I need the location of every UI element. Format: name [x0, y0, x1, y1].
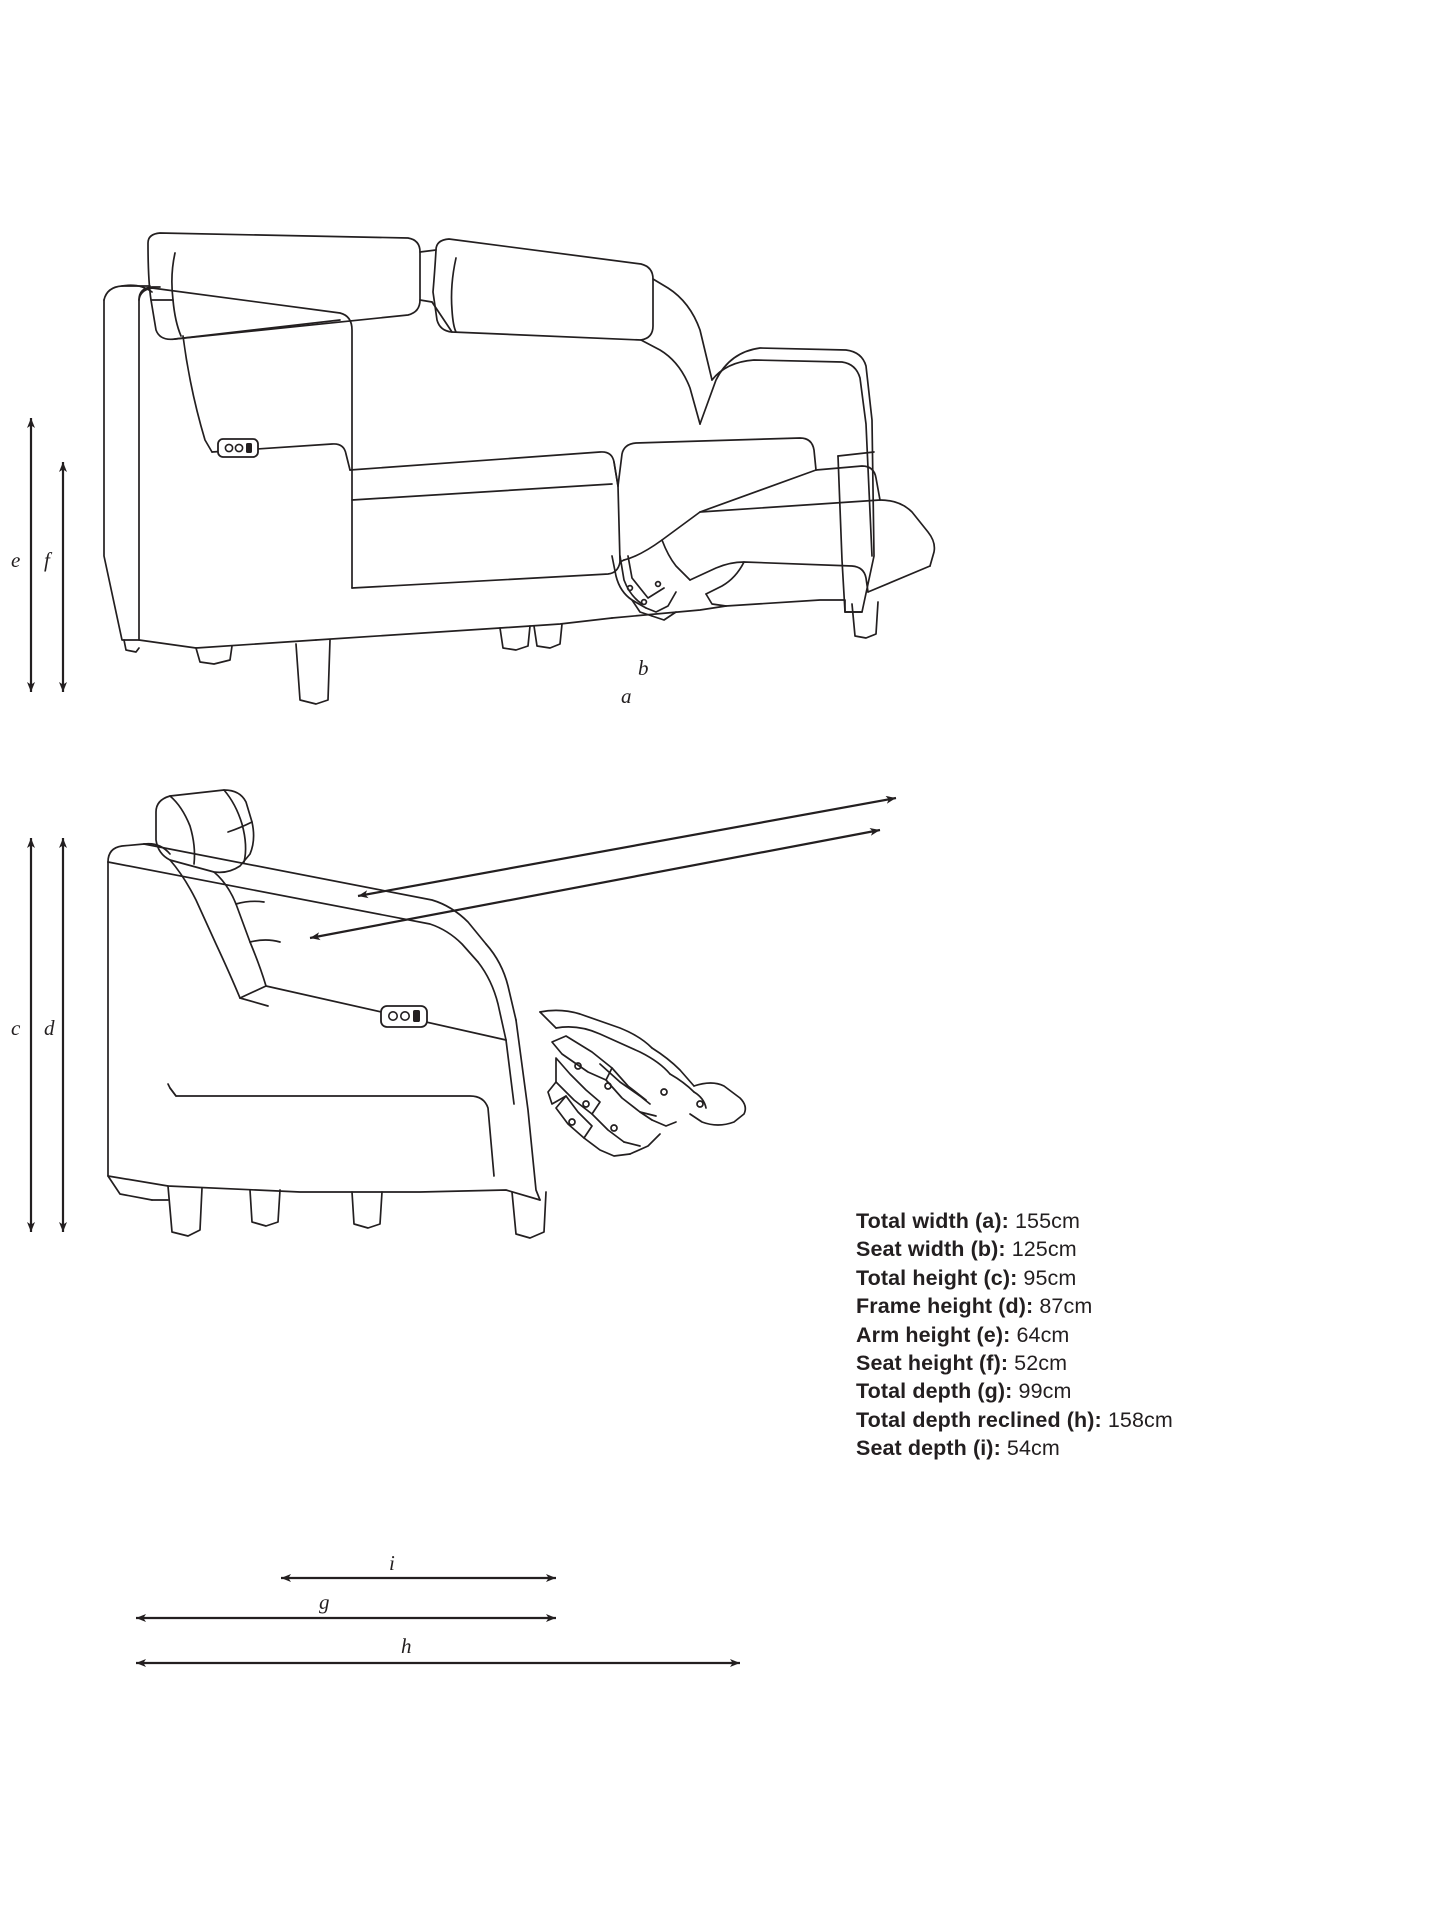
spec-value: 99cm [1018, 1379, 1072, 1404]
spec-label: Total width (a): [856, 1209, 1009, 1233]
right-seat-back [617, 437, 817, 487]
power-recliner-control-side [380, 1005, 428, 1028]
left-headrest [147, 232, 421, 341]
spec-label: Arm height (e): [856, 1322, 1011, 1347]
spec-value: 158cm [1107, 1407, 1173, 1432]
spec-label: Total depth (g): [856, 1379, 1013, 1404]
dimension-label-a: a [621, 684, 632, 708]
spec-row: Seat height (f): 52cm [856, 1349, 1416, 1377]
right-reclined-back [815, 465, 881, 501]
side-leg-back [167, 1185, 203, 1237]
dimension-label-c: c [11, 1016, 21, 1040]
side-front-panel [515, 1019, 541, 1201]
dimension-arrow-a [309, 827, 881, 941]
sofa-base-left [138, 639, 317, 649]
spec-row: Seat width (b): 125cm [856, 1235, 1416, 1263]
spec-value: 54cm [1006, 1436, 1060, 1461]
dimension-label-e: e [11, 548, 21, 572]
leg-right [851, 601, 879, 639]
side-back-cushion [213, 871, 267, 987]
spec-row: Seat depth (i): 54cm [856, 1434, 1416, 1462]
dimension-label-f: f [44, 548, 50, 572]
sofa-front-view-group [103, 232, 936, 1239]
spec-value: 52cm [1014, 1351, 1068, 1376]
spec-value: 95cm [1023, 1265, 1077, 1290]
spec-value: 155cm [1014, 1209, 1080, 1233]
spec-label: Seat width (b): [856, 1237, 1006, 1262]
specifications-panel: Total width (a): 155cm Seat width (b): 1… [856, 1207, 1416, 1463]
side-mechanism [539, 1011, 557, 1029]
spec-label: Total height (c): [856, 1265, 1018, 1290]
leg-left-main [295, 639, 331, 705]
spec-row: Arm height (e): 64cm [856, 1321, 1416, 1349]
dimension-label-g: g [319, 1590, 330, 1614]
spec-row: Total depth (g): 99cm [856, 1377, 1416, 1405]
dimension-label-b: b [638, 656, 649, 680]
side-arm-top [107, 843, 145, 863]
side-leg-mid1 [249, 1189, 281, 1227]
side-leg-mid2 [351, 1191, 383, 1229]
left-seat-cushion [349, 451, 619, 487]
side-footrest [539, 1009, 653, 1049]
dimension-label-h: h [401, 1634, 412, 1658]
spec-label: Seat depth (i): [856, 1436, 1001, 1461]
spec-value: 125cm [1011, 1237, 1077, 1262]
right-arm-outline [699, 347, 875, 613]
right-headrest [432, 238, 654, 341]
spec-label: Total depth reclined (h): [856, 1407, 1102, 1432]
dimension-arrow-b [357, 795, 897, 899]
spec-row: Total depth reclined (h): 158cm [856, 1406, 1416, 1434]
power-recliner-control-top [217, 438, 259, 458]
spec-label: Frame height (d): [856, 1294, 1034, 1319]
dimension-label-d: d [44, 1016, 55, 1040]
spec-value: 87cm [1039, 1294, 1093, 1319]
left-arm-outline [103, 286, 161, 641]
spec-value: 64cm [1016, 1322, 1070, 1347]
spec-label: Seat height (f): [856, 1351, 1009, 1376]
leg-left-front [195, 645, 233, 665]
spec-row: Frame height (d): 87cm [856, 1292, 1416, 1320]
leg-mid-b [533, 623, 563, 649]
spec-row: Total width (a): 155cm [856, 1207, 1416, 1235]
dimension-label-i: i [389, 1551, 395, 1575]
side-leg-front [511, 1191, 547, 1239]
spec-row: Total height (c): 95cm [856, 1264, 1416, 1292]
leg-mid-a [499, 625, 531, 651]
